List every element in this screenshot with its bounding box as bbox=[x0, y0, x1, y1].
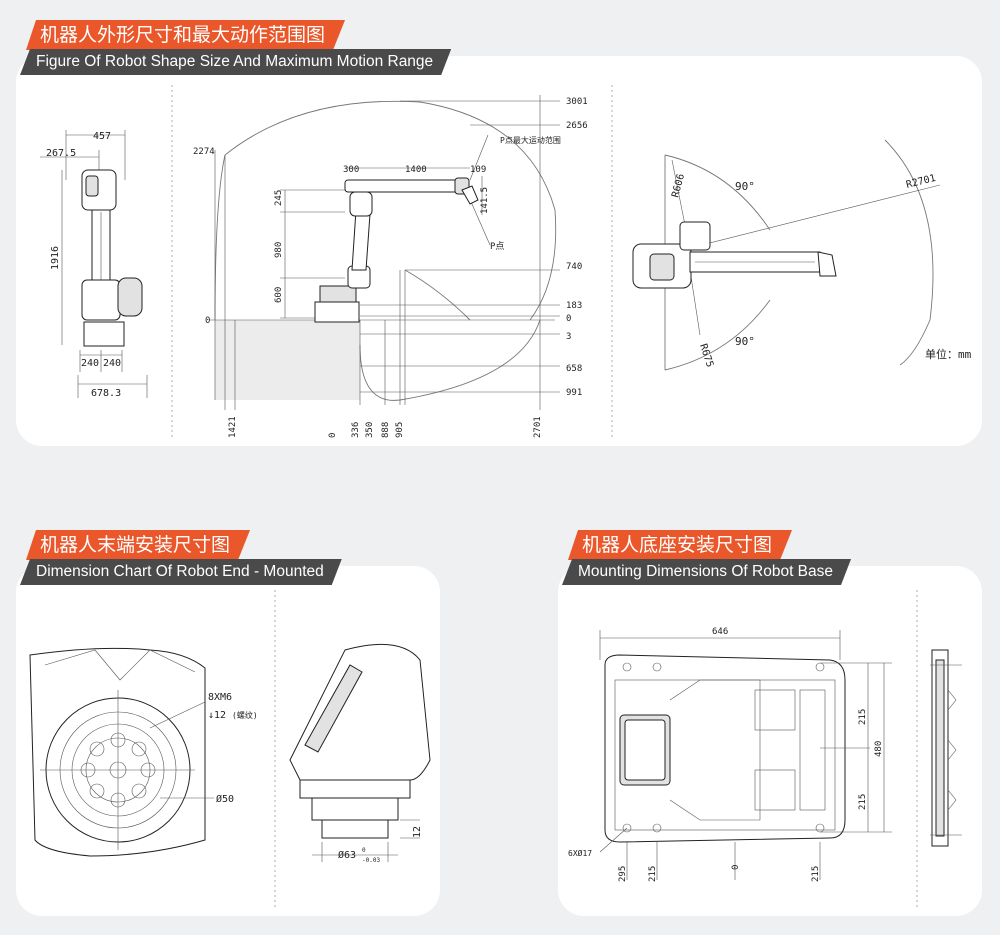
dim-0-base: 0 bbox=[731, 865, 741, 870]
dim-295: 295 bbox=[618, 866, 628, 882]
dim-245: 245 bbox=[274, 190, 284, 206]
angle-90-top: 90° bbox=[735, 180, 755, 193]
motion-range-view: 2274 0 300 1400 109 245 980 600 141.5 P点… bbox=[193, 95, 561, 410]
flange-dia: Ø63 bbox=[338, 849, 356, 861]
dim-240-a: 240 bbox=[81, 358, 99, 369]
bolt-depth: ↓12 bbox=[208, 710, 226, 721]
range-bottom-label: 2701 bbox=[533, 416, 543, 438]
unit-label: 单位：mm bbox=[925, 347, 972, 361]
range-right-label: 740 bbox=[566, 262, 582, 272]
range-right-label: 183 bbox=[566, 301, 582, 311]
range-bottom-label: 905 bbox=[395, 422, 405, 438]
base-side-view bbox=[930, 649, 962, 847]
dim-980: 980 bbox=[274, 242, 284, 258]
range-right-labels: 3001 2656 740 183 0 3 658 991 bbox=[566, 97, 588, 398]
end-title-en: Dimension Chart Of Robot End - Mounted bbox=[20, 559, 342, 585]
range-bottom-label: 336 bbox=[351, 422, 361, 438]
top-title-cn: 机器人外形尺寸和最大动作范围图 bbox=[26, 20, 345, 50]
range-bottom-label: 888 bbox=[381, 422, 391, 438]
end-flange-side-view: Ø63 0 -0.03 12 bbox=[289, 643, 431, 864]
range-bottom-label: 0 bbox=[328, 433, 338, 438]
base-title-cn: 机器人底座安装尺寸图 bbox=[568, 530, 792, 560]
range-right-label: 991 bbox=[566, 388, 582, 398]
holes-label: 6XØ17 bbox=[568, 848, 592, 858]
dim-1400: 1400 bbox=[405, 165, 427, 175]
range-bottom-label: 1421 bbox=[228, 416, 238, 438]
dim-12: 12 bbox=[412, 826, 423, 838]
flange-tol-down: -0.03 bbox=[362, 857, 380, 864]
p-point-label: P点最大运动范围 bbox=[500, 135, 561, 145]
robot-side-view: 457 267.5 1916 240 240 678.3 bbox=[40, 130, 148, 399]
dim-141-5: 141.5 bbox=[480, 187, 490, 214]
bolt-thread: (螺纹) bbox=[232, 710, 258, 720]
dim-480: 480 bbox=[874, 741, 884, 757]
range-right-label: 0 bbox=[566, 314, 571, 324]
dim-215-left: 215 bbox=[648, 866, 658, 882]
end-flange-front-view: 8XM6 ↓12 (螺纹) Ø50 bbox=[29, 647, 258, 857]
dim-600: 600 bbox=[274, 287, 284, 303]
dim-646: 646 bbox=[712, 627, 728, 637]
dia-50: Ø50 bbox=[216, 793, 234, 805]
flange-tol-up: 0 bbox=[362, 847, 366, 854]
range-right-label: 3001 bbox=[566, 97, 588, 107]
top-title-en: Figure Of Robot Shape Size And Maximum M… bbox=[20, 49, 451, 75]
dim-457: 457 bbox=[93, 131, 111, 142]
range-bottom-label: 350 bbox=[365, 422, 375, 438]
end-title-cn: 机器人末端安装尺寸图 bbox=[26, 530, 250, 560]
range-right-label: 658 bbox=[566, 364, 582, 374]
bolt-spec: 8XM6 bbox=[208, 692, 232, 703]
range-bottom-labels: 1421 0 336 350 888 905 2701 bbox=[228, 416, 543, 438]
dim-240-b: 240 bbox=[103, 358, 121, 369]
top-panel bbox=[16, 56, 982, 446]
dim-0-left: 0 bbox=[205, 316, 210, 326]
range-right-label: 3 bbox=[566, 332, 571, 342]
dim-300: 300 bbox=[343, 165, 359, 175]
range-right-label: 2656 bbox=[566, 121, 588, 131]
base-top-view: 646 215 480 215 6XØ17 295 215 0 215 bbox=[568, 627, 892, 882]
dim-1916: 1916 bbox=[50, 246, 61, 270]
dim-267-5: 267.5 bbox=[46, 148, 76, 159]
dim-109: 109 bbox=[470, 165, 486, 175]
angle-90-bottom: 90° bbox=[735, 335, 755, 348]
dim-215-b: 215 bbox=[858, 794, 868, 810]
dim-678-3: 678.3 bbox=[91, 388, 121, 399]
dim-215-right: 215 bbox=[811, 866, 821, 882]
dim-215-a: 215 bbox=[858, 709, 868, 725]
p-label: P点 bbox=[490, 241, 504, 252]
dim-2274: 2274 bbox=[193, 147, 215, 157]
base-title-en: Mounting Dimensions Of Robot Base bbox=[562, 559, 851, 585]
